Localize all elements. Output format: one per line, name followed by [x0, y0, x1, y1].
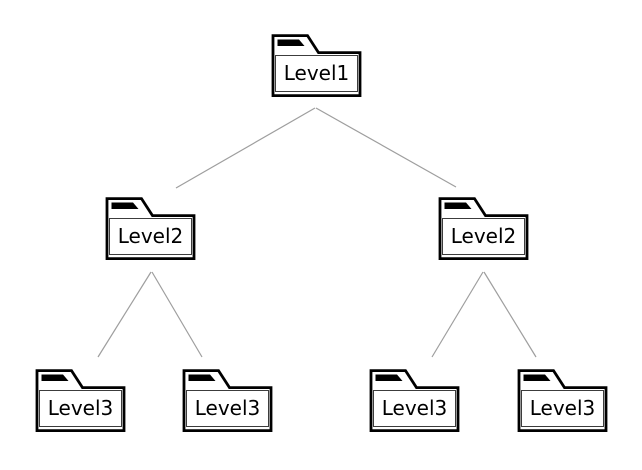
- folder-tab-stripe-icon: [523, 374, 551, 381]
- folder-tab-stripe-icon: [277, 39, 305, 46]
- folder-label-box: [442, 218, 525, 255]
- folder-label-box: [109, 218, 192, 255]
- folder-icon: [369, 369, 460, 432]
- connector-level2-left-to-level3-1: [97, 271, 152, 358]
- folder-icon: [271, 34, 362, 97]
- folder-label: Level3: [529, 396, 596, 420]
- connector-level2-left-to-level3-2: [151, 271, 203, 358]
- folder-tab-stripe-icon: [111, 202, 139, 209]
- folder-node-level3-4[interactable]: Level3: [517, 368, 608, 432]
- folder-node-level3-1[interactable]: Level3: [35, 368, 126, 432]
- folder-label-box: [186, 390, 269, 427]
- folder-label-box: [275, 55, 358, 92]
- folder-label: Level3: [381, 396, 448, 420]
- folder-icon: [182, 369, 273, 432]
- connector-level2-right-to-level3-4: [483, 271, 537, 358]
- folder-outline: [369, 369, 460, 432]
- folder-node-level2-left[interactable]: Level2: [105, 196, 196, 260]
- folder-label: Level2: [117, 224, 184, 248]
- folder-tab-stripe-icon: [444, 202, 472, 209]
- folder-outline: [517, 369, 608, 432]
- folder-label-box: [39, 390, 122, 427]
- folder-tab-stripe-icon: [375, 374, 403, 381]
- folder-node-level3-3[interactable]: Level3: [369, 368, 460, 432]
- folder-icon: [517, 369, 608, 432]
- folder-node-level1[interactable]: Level1: [271, 33, 362, 97]
- folder-label-box: [373, 390, 456, 427]
- connector-level1-to-level2-right: [315, 107, 457, 188]
- connector-level1-to-level2-left: [175, 107, 316, 189]
- folder-icon: [438, 197, 529, 260]
- connector-level2-right-to-level3-3: [431, 271, 484, 358]
- folder-outline: [35, 369, 126, 432]
- folder-outline: [271, 34, 362, 97]
- folder-icon: [35, 369, 126, 432]
- folder-label: Level3: [194, 396, 261, 420]
- folder-outline: [438, 197, 529, 260]
- folder-icon: [105, 197, 196, 260]
- folder-node-level3-2[interactable]: Level3: [182, 368, 273, 432]
- folder-label: Level3: [47, 396, 114, 420]
- folder-label: Level1: [283, 61, 350, 85]
- folder-outline: [105, 197, 196, 260]
- folder-tab-stripe-icon: [41, 374, 69, 381]
- folder-outline: [182, 369, 273, 432]
- folder-tab-stripe-icon: [188, 374, 216, 381]
- folder-label: Level2: [450, 224, 517, 248]
- folder-label-box: [521, 390, 604, 427]
- folder-node-level2-right[interactable]: Level2: [438, 196, 529, 260]
